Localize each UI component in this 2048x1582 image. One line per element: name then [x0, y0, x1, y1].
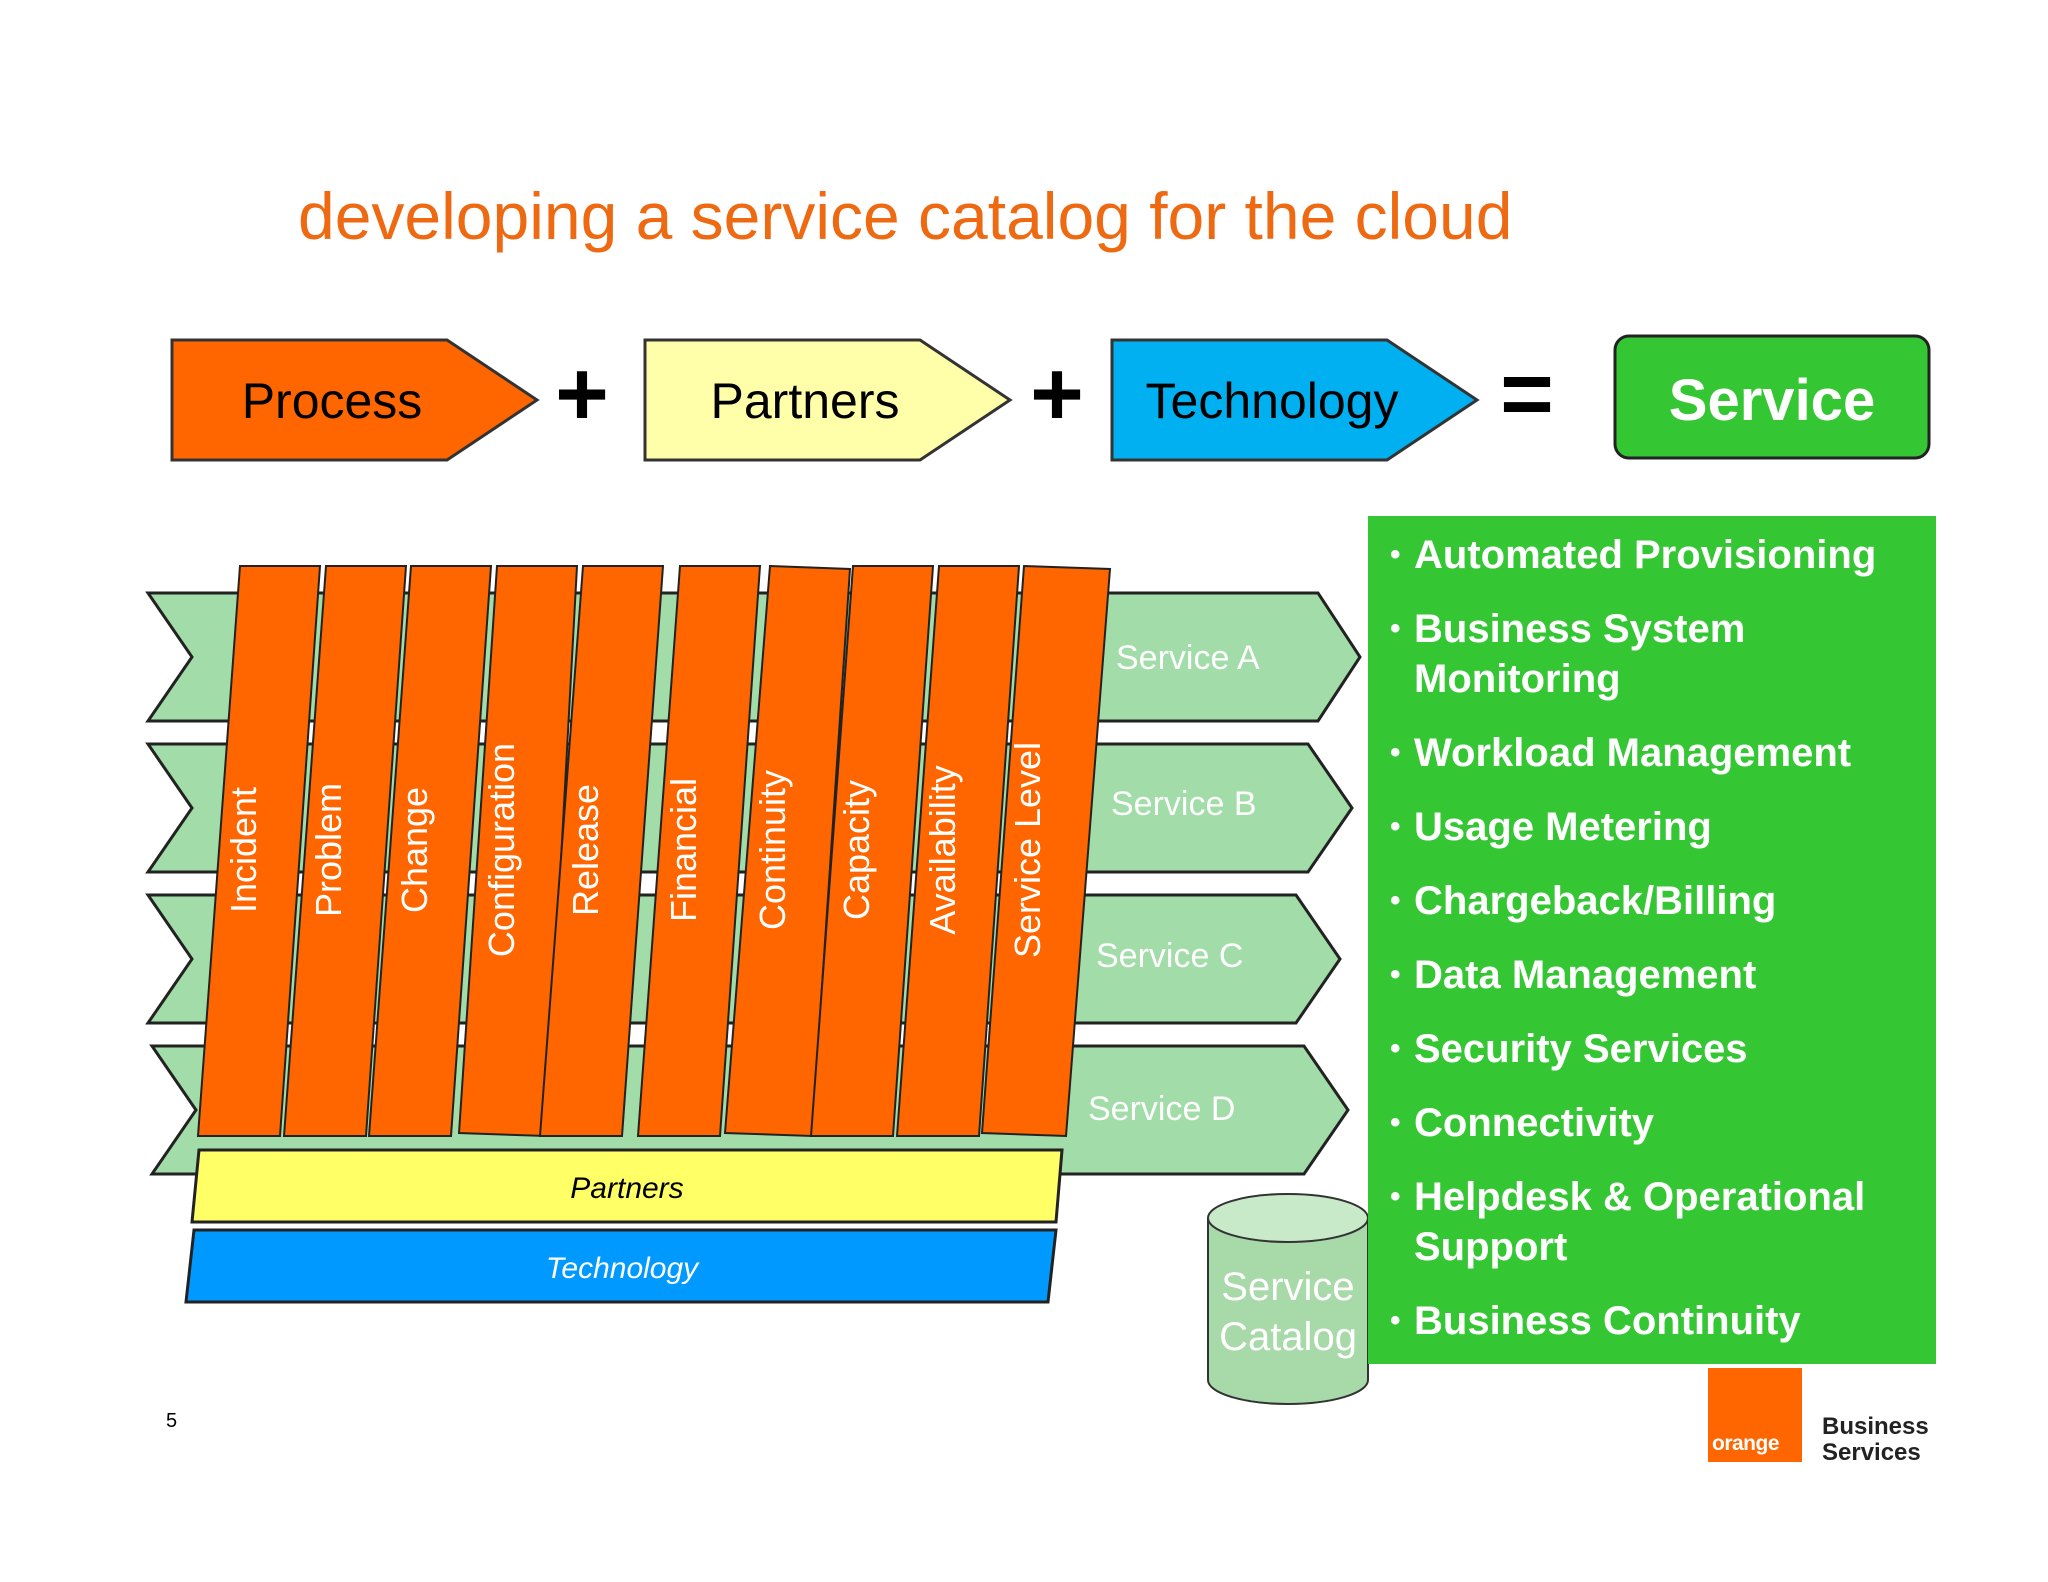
- slide-title: developing a service catalog for the clo…: [298, 179, 1513, 253]
- orange-logo: orange: [1708, 1368, 1802, 1462]
- partners-bar-label: Partners: [570, 1172, 683, 1205]
- technology-bar-label: Technology: [546, 1252, 700, 1285]
- column-change: [367, 565, 493, 1137]
- list-item: Chargeback/Billing: [1390, 876, 1922, 926]
- service-b-label: Service B: [1111, 785, 1257, 823]
- technology-bar: [184, 1228, 1058, 1304]
- list-item: Business System Monitoring: [1390, 604, 1794, 704]
- service-c-label: Service C: [1096, 937, 1243, 975]
- logo-text: orange: [1712, 1432, 1780, 1455]
- column-service-level: [980, 564, 1112, 1138]
- column-label-availability: Availability: [922, 765, 963, 934]
- column-label-configuration: Configuration: [481, 743, 522, 957]
- partners-arrow: [643, 338, 1013, 462]
- column-label-incident: Incident: [223, 787, 264, 913]
- catalog-cylinder-body: [1207, 1217, 1369, 1405]
- catalog-label-line1: Service: [1221, 1265, 1354, 1309]
- technology-arrow: [1110, 338, 1480, 462]
- catalog-cylinder-top: [1207, 1193, 1369, 1243]
- column-label-continuity: Continuity: [752, 770, 793, 930]
- technology-label: Technology: [1146, 373, 1399, 429]
- list-item: Workload Management: [1390, 728, 1922, 778]
- equation-row: Process + Partners + Technology = Servic…: [170, 334, 1931, 462]
- column-label-capacity: Capacity: [836, 780, 877, 920]
- service-catalog-cylinder: Service Catalog: [1207, 1193, 1369, 1405]
- service-d-label: Service D: [1088, 1090, 1235, 1128]
- column-label-problem: Problem: [308, 783, 349, 917]
- slide-number: 5: [166, 1410, 178, 1432]
- service-row-labels: Service A Service B Service C Service D: [1088, 639, 1260, 1128]
- list-item: Usage Metering: [1390, 802, 1922, 852]
- equals-sign: =: [1500, 343, 1554, 445]
- list-item: Connectivity: [1390, 1098, 1922, 1148]
- list-item: Business Continuity: [1390, 1296, 1922, 1346]
- service-capabilities-panel: Automated Provisioning Business System M…: [1368, 516, 1936, 1364]
- column-financial: [636, 565, 762, 1137]
- column-label-service-level: Service Level: [1007, 742, 1048, 958]
- column-release: [538, 565, 665, 1137]
- partners-bar: [190, 1148, 1064, 1224]
- service-box: [1613, 334, 1931, 460]
- plus-sign-2: +: [1030, 343, 1084, 445]
- list-item: Automated Provisioning: [1390, 530, 1922, 580]
- column-label-change: Change: [394, 787, 435, 913]
- plus-sign-1: +: [555, 343, 609, 445]
- service-capabilities-list: Automated Provisioning Business System M…: [1390, 530, 1922, 1346]
- column-label-release: Release: [565, 784, 606, 916]
- brand-line-1: Business: [1822, 1413, 1929, 1440]
- process-arrow: [170, 338, 540, 462]
- catalog-label-line2: Catalog: [1219, 1315, 1357, 1359]
- column-incident: [196, 565, 322, 1137]
- brand-name: Business Services: [1822, 1414, 1929, 1466]
- process-column-labels: Incident Problem Change Configuration Re…: [223, 742, 1048, 958]
- service-label: Service: [1669, 368, 1875, 433]
- list-item: Data Management: [1390, 950, 1922, 1000]
- column-capacity: [809, 565, 935, 1137]
- brand-line-2: Services: [1822, 1439, 1921, 1466]
- partners-label: Partners: [711, 373, 900, 429]
- column-problem: [282, 565, 408, 1137]
- service-a-label: Service A: [1116, 639, 1260, 677]
- process-label: Process: [242, 373, 423, 429]
- column-label-financial: Financial: [663, 778, 704, 922]
- column-availability: [895, 565, 1021, 1137]
- list-item: Helpdesk & Operational Support: [1390, 1172, 1894, 1272]
- process-columns: [196, 564, 1112, 1138]
- list-item: Security Services: [1390, 1024, 1922, 1074]
